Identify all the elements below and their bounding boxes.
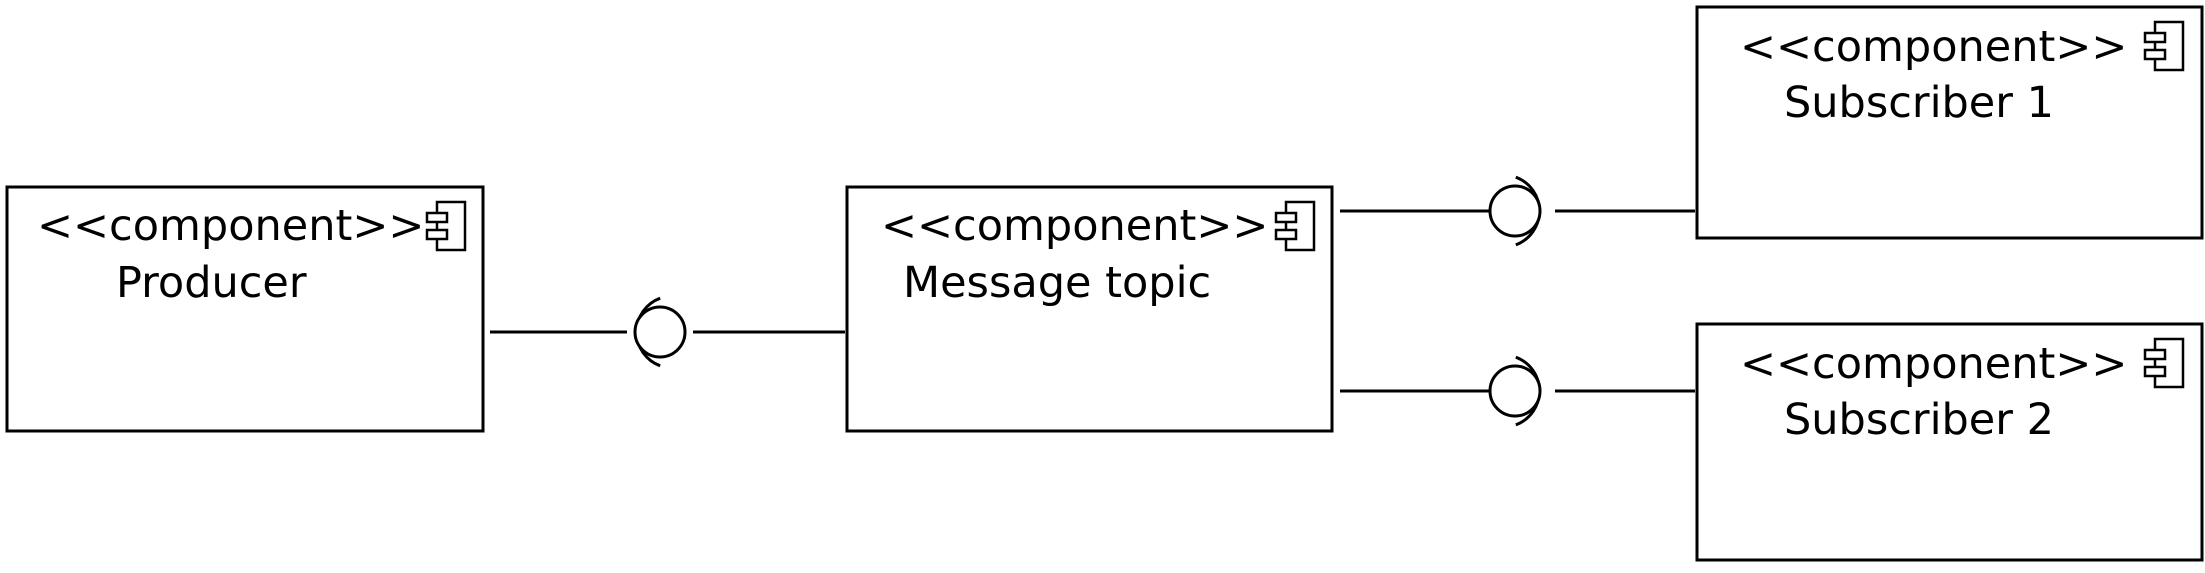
ball-icon [1488,184,1542,238]
component-message-topic-stereotype: <<component>> [881,201,1268,251]
component-producer[interactable]: <<component>> Producer [5,185,485,433]
component-message-topic[interactable]: <<component>> Message topic [845,185,1334,433]
ball-icon [633,305,687,359]
component-subscriber-1-name: Subscriber 1 [1784,78,2054,128]
component-producer-stereotype: <<component>> [37,201,424,251]
component-subscriber-2-name: Subscriber 2 [1784,395,2054,445]
component-subscriber-2-stereotype: <<component>> [1740,339,2127,389]
interface-producer-topic [490,296,845,368]
component-producer-name: Producer [116,258,307,308]
component-subscriber-1-stereotype: <<component>> [1740,22,2127,72]
component-icon [2143,20,2185,72]
component-message-topic-name: Message topic [903,258,1211,308]
component-icon [1274,200,1316,252]
component-icon [2143,337,2185,389]
component-icon [425,200,467,252]
component-subscriber-2[interactable]: <<component>> Subscriber 2 [1695,322,2204,562]
ball-icon [1488,364,1542,418]
component-subscriber-1[interactable]: <<component>> Subscriber 1 [1695,5,2204,240]
interface-topic-subscriber-1 [1340,175,1695,247]
interface-topic-subscriber-2 [1340,355,1695,427]
